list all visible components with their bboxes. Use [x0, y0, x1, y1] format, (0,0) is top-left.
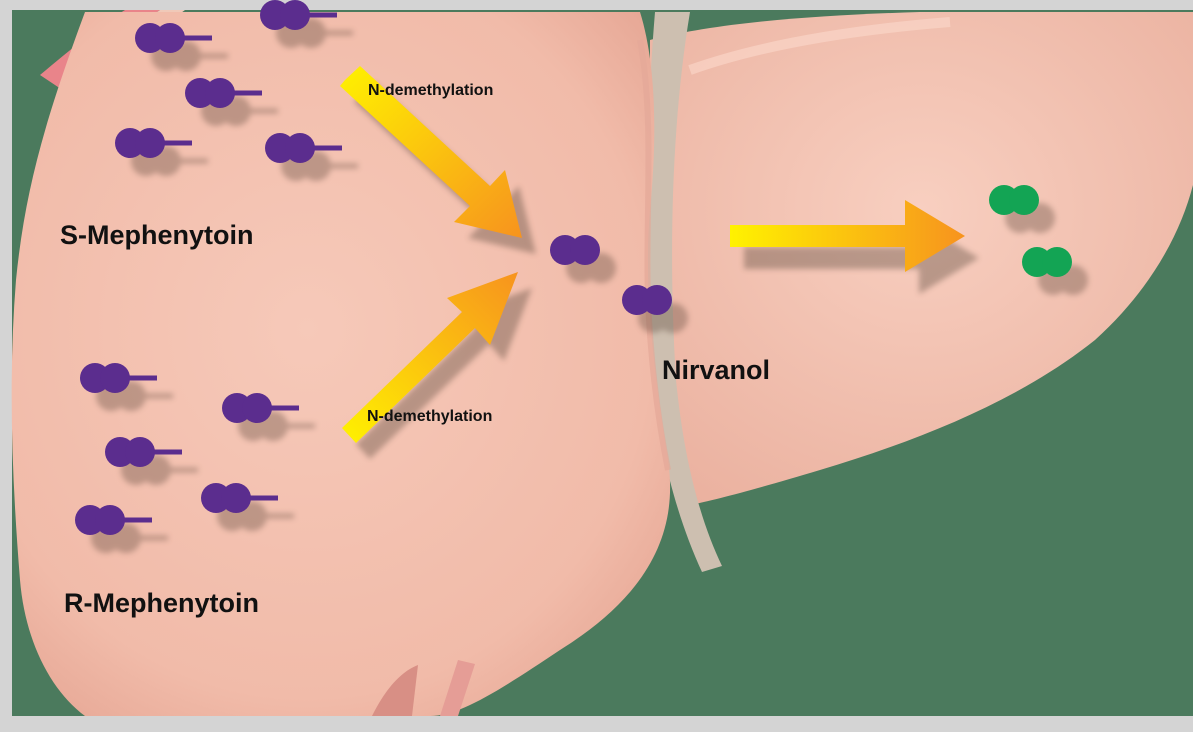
r-mephenytoin-label: R-Mephenytoin	[64, 588, 259, 619]
nirvanol-label: Nirvanol	[662, 355, 770, 386]
n-demethylation-top-label: N-demethylation	[368, 82, 493, 100]
n-demethylation-bottom-label: N-demethylation	[367, 408, 492, 426]
s-mephenytoin-label: S-Mephenytoin	[60, 220, 254, 251]
